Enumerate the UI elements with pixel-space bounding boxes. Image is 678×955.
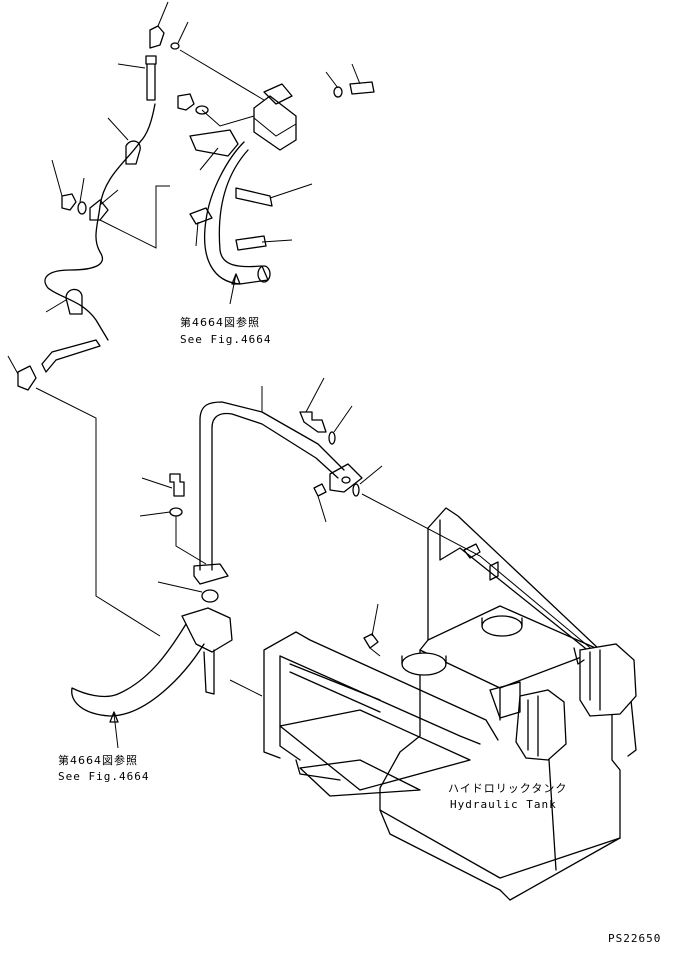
- tank-label-jp: ハイドロリックタンク: [448, 782, 567, 795]
- valve-cap: [264, 84, 292, 104]
- o-ring: [171, 43, 179, 49]
- upper-valve-assembly: [178, 50, 374, 304]
- ref-arrow: [110, 712, 118, 722]
- washer: [329, 432, 335, 444]
- fitting: [236, 236, 266, 250]
- washer: [334, 87, 342, 97]
- middle-pipe-assembly: [140, 378, 600, 656]
- clamp: [66, 289, 82, 314]
- elbow-fitting: [150, 26, 164, 48]
- bolt: [146, 56, 156, 100]
- ref-label-jp: 第4664図参照: [180, 315, 260, 329]
- reference-label-2: 第4664図参照 See Fig.4664: [58, 753, 149, 783]
- reference-label-1: 第4664図参照 See Fig.4664: [180, 315, 271, 346]
- ref-label-en: See Fig.4664: [58, 770, 149, 783]
- fitting: [236, 188, 272, 206]
- filter-housing: [580, 644, 636, 716]
- breather-cap: [402, 653, 446, 675]
- o-ring: [202, 590, 218, 602]
- tank-label: ハイドロリックタンク Hydraulic Tank: [448, 782, 567, 811]
- nut: [62, 194, 76, 210]
- filter-housing: [516, 690, 566, 760]
- nut: [178, 94, 194, 110]
- drain-plug: [364, 634, 378, 648]
- tank-tray: [280, 710, 470, 796]
- ref-label-jp: 第4664図参照: [58, 753, 138, 767]
- control-cable: [45, 104, 155, 340]
- tank-label-en: Hydraulic Tank: [450, 798, 557, 811]
- valve-body: [254, 96, 296, 150]
- washer: [78, 202, 86, 214]
- hydraulic-tank: [230, 508, 636, 900]
- valve-stem: [204, 650, 214, 694]
- fitting: [464, 544, 498, 580]
- lower-valve-assembly: [72, 608, 232, 748]
- pipe-end: [258, 266, 270, 282]
- bolt: [300, 412, 326, 432]
- upper-assembly: [8, 2, 188, 636]
- flange: [194, 564, 228, 584]
- flange: [330, 464, 362, 492]
- bolt: [170, 474, 184, 496]
- tank-front-frame: [264, 632, 498, 760]
- nut: [314, 484, 326, 496]
- cable-rod-end: [42, 340, 100, 372]
- hose: [72, 624, 204, 716]
- ref-arrow: [232, 274, 240, 284]
- bolt: [350, 82, 374, 94]
- bracket-plate: [190, 208, 212, 224]
- steel-pipe: [200, 402, 344, 570]
- flange-hole: [342, 477, 350, 483]
- ref-label-en: See Fig.4664: [180, 333, 271, 346]
- valve-body: [182, 608, 232, 652]
- clamp: [126, 141, 140, 164]
- rod-end-joint: [18, 366, 36, 390]
- washer: [170, 508, 182, 516]
- bracket: [490, 682, 520, 718]
- filler-cap: [482, 616, 522, 636]
- bracket: [190, 130, 238, 156]
- washer: [196, 106, 208, 114]
- drawing-code: PS22650: [608, 932, 661, 945]
- clamp: [90, 200, 108, 220]
- pipe: [205, 142, 268, 284]
- gasket: [353, 484, 359, 496]
